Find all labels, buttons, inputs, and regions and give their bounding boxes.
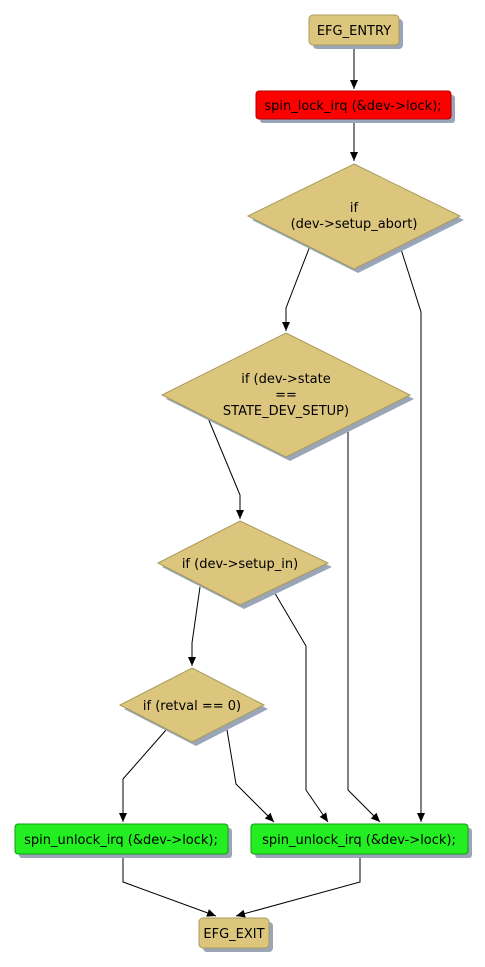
edge-retval-to-unlock-right — [225, 723, 275, 823]
exit-node: EFG_EXIT — [198, 917, 273, 952]
edge-abort-to-unlock-right — [399, 245, 425, 822]
unlock-left-node: spin_unlock_irq (&dev->lock); — [14, 823, 232, 858]
edge-setup-in-to-retval — [188, 586, 201, 666]
edge-setup-in-to-unlock-right — [272, 589, 329, 823]
cond-state-line3: STATE_DEV_SETUP) — [223, 404, 349, 419]
edge-state-to-setup-in — [207, 417, 244, 519]
lock-node: spin_lock_irq (&dev->lock); — [255, 90, 455, 123]
cond-abort-node: if (dev->setup_abort) — [246, 163, 464, 273]
entry-node: EFG_ENTRY — [308, 14, 403, 49]
cond-retval-node: if (retval == 0) — [118, 667, 268, 746]
unlock-left-label: spin_unlock_irq (&dev->lock); — [24, 833, 218, 848]
unlock-right-node: spin_unlock_irq (&dev->lock); — [250, 823, 472, 858]
unlock-right-label: spin_unlock_irq (&dev->lock); — [262, 833, 456, 848]
cond-setup-in-node: if (dev->setup_in) — [156, 520, 332, 609]
edges — [119, 46, 425, 918]
exit-label: EFG_EXIT — [203, 927, 264, 942]
cond-state-line1: if (dev->state — [241, 372, 331, 387]
cond-retval-label: if (retval == 0) — [143, 699, 241, 714]
cond-state-line2: == — [275, 388, 297, 403]
entry-label: EFG_ENTRY — [317, 24, 391, 39]
cond-setup-in-label: if (dev->setup_in) — [182, 557, 298, 572]
cond-abort-line2: (dev->setup_abort) — [291, 217, 418, 232]
lock-label: spin_lock_irq (&dev->lock); — [264, 99, 441, 114]
edge-abort-to-state — [282, 245, 311, 331]
cond-state-node: if (dev->state == STATE_DEV_SETUP) — [160, 332, 414, 461]
edge-retval-to-unlock-left — [119, 729, 167, 822]
edge-unlock-right-to-exit — [235, 856, 361, 918]
cond-abort-line1: if — [350, 201, 359, 216]
edge-state-to-unlock-right — [347, 426, 381, 823]
edge-unlock-left-to-exit — [122, 856, 217, 917]
